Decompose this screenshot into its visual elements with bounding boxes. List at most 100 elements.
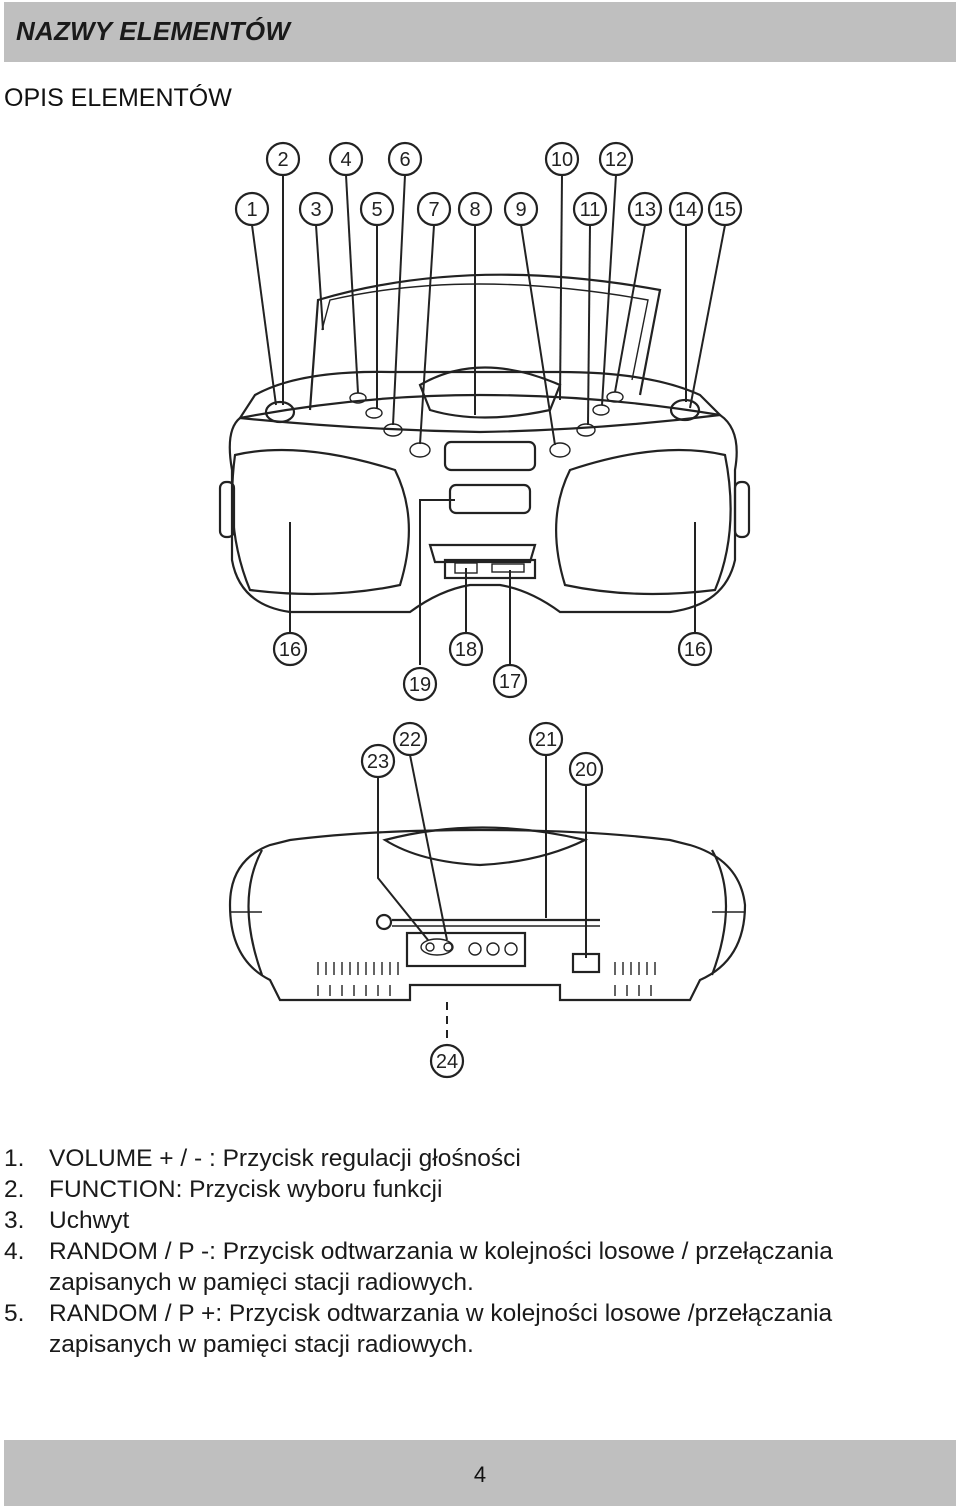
callout-label: 3 bbox=[310, 199, 321, 221]
page-number: 4 bbox=[473, 1462, 487, 1487]
jack-panel bbox=[405, 931, 527, 968]
handle-shape bbox=[308, 273, 662, 411]
callout-circle bbox=[298, 191, 334, 227]
callout-label: 17 bbox=[499, 671, 521, 693]
callout-label: 7 bbox=[428, 199, 439, 221]
callout-16: 16 bbox=[677, 631, 713, 667]
callout-circle bbox=[707, 191, 743, 227]
callout-circle bbox=[234, 191, 270, 227]
list-item-text: RANDOM / P -: Przycisk odtwarzania w kol… bbox=[49, 1238, 833, 1296]
callout-circle bbox=[272, 631, 308, 667]
callout-20: 20 bbox=[568, 751, 604, 787]
callout-1: 1 bbox=[234, 191, 270, 227]
boombox-drawing: 1234567891011121314151616181719232221202… bbox=[218, 141, 751, 1079]
list-item-number: 5. bbox=[4, 1300, 25, 1327]
callout-label: 24 bbox=[436, 1051, 458, 1073]
callout-circle bbox=[392, 721, 428, 757]
callout-18: 18 bbox=[448, 631, 484, 667]
list-item-number: 4. bbox=[4, 1238, 25, 1265]
list-item: 3. Uchwyt bbox=[4, 1205, 954, 1236]
callout-12: 12 bbox=[598, 141, 634, 177]
callout-circle bbox=[416, 191, 452, 227]
callout-15: 15 bbox=[707, 191, 743, 227]
callout-label: 16 bbox=[279, 639, 301, 661]
list-item-number: 2. bbox=[4, 1176, 25, 1203]
list-item: 2. FUNCTION: Przycisk wyboru funkcji bbox=[4, 1174, 954, 1205]
callout-circle bbox=[668, 191, 704, 227]
list-item-text: RANDOM / P +: Przycisk odtwarzania w kol… bbox=[49, 1300, 833, 1358]
callout-label: 15 bbox=[714, 199, 736, 221]
callout-circle bbox=[544, 141, 580, 177]
callout-label: 9 bbox=[515, 199, 526, 221]
callout-label: 11 bbox=[580, 199, 601, 221]
left-speaker bbox=[231, 448, 410, 596]
callout-4: 4 bbox=[328, 141, 364, 177]
callout-9: 9 bbox=[503, 191, 539, 227]
callout-circle bbox=[387, 141, 423, 177]
list-item-text: Uchwyt bbox=[49, 1207, 130, 1234]
list-item-number: 1. bbox=[4, 1145, 25, 1172]
section-title: OPIS ELEMENTÓW bbox=[4, 84, 232, 112]
callout-19: 19 bbox=[402, 666, 438, 702]
callout-label: 22 bbox=[399, 729, 421, 751]
callout-label: 8 bbox=[469, 199, 480, 221]
list-item-number: 3. bbox=[4, 1207, 25, 1234]
list-item-text: VOLUME + / - : Przycisk regulacji głośno… bbox=[49, 1145, 521, 1172]
callout-7: 7 bbox=[416, 191, 452, 227]
callout-circle bbox=[677, 631, 713, 667]
cd-lid bbox=[418, 366, 562, 419]
back-body bbox=[228, 828, 747, 1002]
callout-circle bbox=[568, 751, 604, 787]
callout-16: 16 bbox=[272, 631, 308, 667]
callout-11: 11 bbox=[572, 191, 608, 227]
callout-2: 2 bbox=[265, 141, 301, 177]
callout-circle bbox=[627, 191, 663, 227]
callout-label: 2 bbox=[277, 149, 288, 171]
list-item: 1. VOLUME + / - : Przycisk regulacji gło… bbox=[4, 1143, 954, 1174]
callout-circle bbox=[359, 191, 395, 227]
callout-label: 6 bbox=[399, 149, 410, 171]
callout-circle bbox=[528, 721, 564, 757]
callout-13: 13 bbox=[627, 191, 663, 227]
list-item-text: FUNCTION: Przycisk wyboru funkcji bbox=[49, 1176, 443, 1203]
description-list: 1. VOLUME + / - : Przycisk regulacji gło… bbox=[4, 1143, 954, 1360]
callout-circle bbox=[328, 141, 364, 177]
callout-label: 16 bbox=[684, 639, 706, 661]
callout-24: 24 bbox=[429, 1043, 465, 1079]
callout-label: 23 bbox=[367, 751, 389, 773]
callout-circle bbox=[402, 666, 438, 702]
callout-6: 6 bbox=[387, 141, 423, 177]
header-bar: NAZWY ELEMENTÓW bbox=[4, 2, 956, 62]
list-item: 5. RANDOM / P +: Przycisk odtwarzania w … bbox=[4, 1298, 954, 1360]
callout-21: 21 bbox=[528, 721, 564, 757]
callout-circle bbox=[429, 1043, 465, 1079]
callout-label: 10 bbox=[551, 149, 573, 171]
callout-3: 3 bbox=[298, 191, 334, 227]
callout-label: 20 bbox=[575, 759, 597, 781]
callout-14: 14 bbox=[668, 191, 704, 227]
callout-circle bbox=[572, 191, 608, 227]
page-title: NAZWY ELEMENTÓW bbox=[16, 16, 291, 46]
callout-circle bbox=[265, 141, 301, 177]
body-outline bbox=[228, 413, 738, 614]
callout-label: 4 bbox=[340, 149, 351, 171]
callout-label: 12 bbox=[605, 149, 627, 171]
callout-circle bbox=[492, 663, 528, 699]
callout-label: 1 bbox=[246, 199, 257, 221]
callout-label: 18 bbox=[455, 639, 477, 661]
callout-circle bbox=[598, 141, 634, 177]
callout-circle bbox=[503, 191, 539, 227]
callout-10: 10 bbox=[544, 141, 580, 177]
callout-label: 21 bbox=[535, 729, 557, 751]
callout-label: 14 bbox=[675, 199, 697, 221]
callout-circle bbox=[360, 743, 396, 779]
callout-circle bbox=[448, 631, 484, 667]
callout-8: 8 bbox=[457, 191, 493, 227]
callout-label: 5 bbox=[371, 199, 382, 221]
callout-circle bbox=[457, 191, 493, 227]
callout-17: 17 bbox=[492, 663, 528, 699]
display bbox=[443, 440, 537, 472]
footer-bar: 4 bbox=[4, 1440, 956, 1506]
callout-label: 13 bbox=[634, 199, 656, 221]
